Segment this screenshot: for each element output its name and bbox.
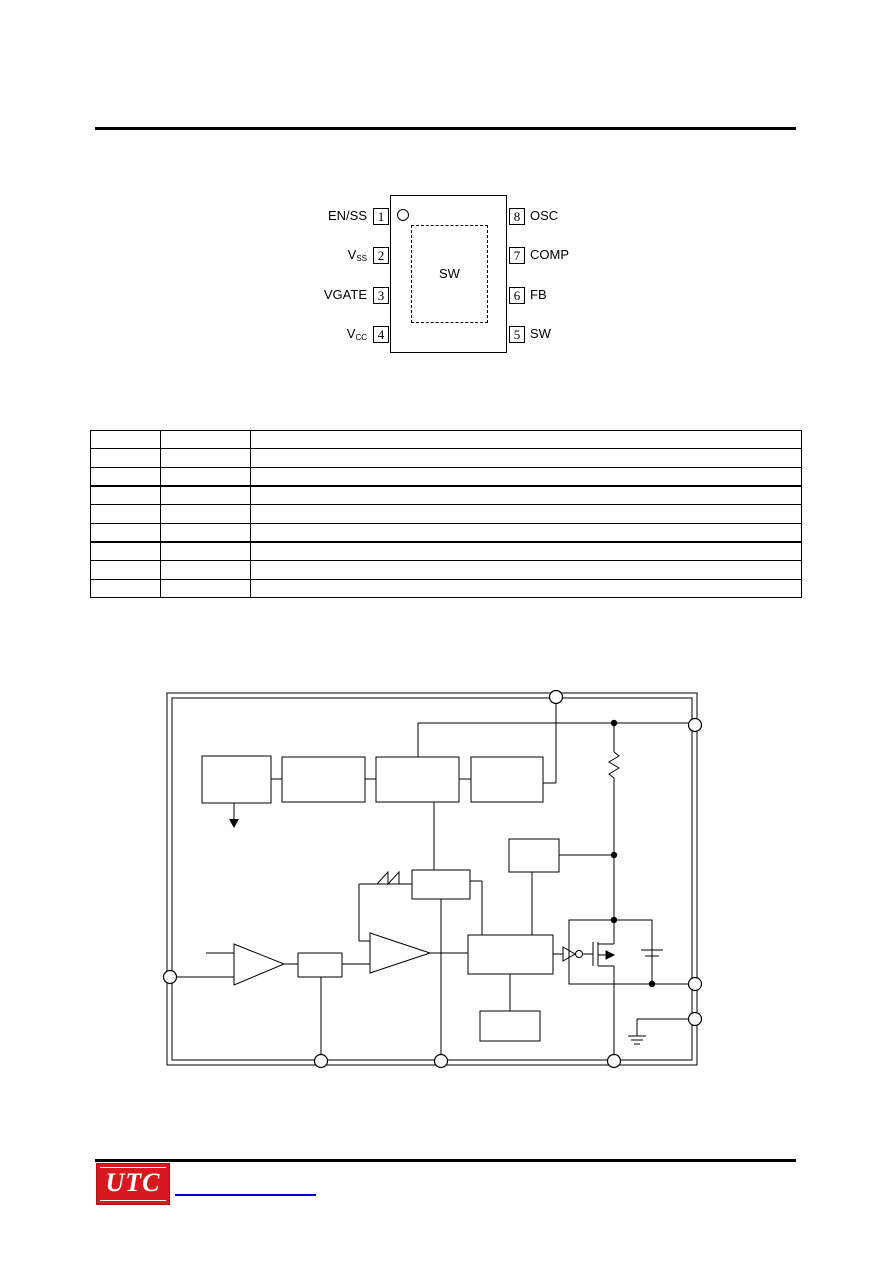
header-rule xyxy=(95,127,796,130)
pin-number-1: 1 xyxy=(373,208,389,225)
pin-description-table xyxy=(90,429,802,599)
pin-name-6: FB xyxy=(530,287,547,302)
pin-name-4: VCC xyxy=(346,326,367,342)
resistor-icon xyxy=(608,751,620,779)
arrowhead-icon xyxy=(229,819,239,828)
pin-number-5: 5 xyxy=(509,326,525,343)
terminal-right-2 xyxy=(687,976,703,992)
footer-link-underline[interactable] xyxy=(175,1194,316,1196)
terminal-bottom-2 xyxy=(433,1053,449,1069)
table-row xyxy=(90,429,802,450)
pin-name-5: SW xyxy=(530,326,551,341)
block-1 xyxy=(201,755,272,804)
pin-name-1: EN/SS xyxy=(327,208,367,223)
junction-dot xyxy=(648,980,656,988)
block-3 xyxy=(375,756,460,803)
terminal-right-1 xyxy=(687,717,703,733)
block-7 xyxy=(479,1010,541,1042)
pin-number-2: 2 xyxy=(373,247,389,264)
error-amplifier-icon xyxy=(233,943,286,986)
table-row xyxy=(90,448,802,468)
ic-package-outline xyxy=(390,195,507,353)
mosfet-arrow-icon xyxy=(605,950,616,960)
junction-dot xyxy=(610,851,618,859)
terminal-right-3 xyxy=(687,1011,703,1027)
pin-number-8: 8 xyxy=(509,208,525,225)
sawtooth-icon xyxy=(376,870,400,886)
pwm-comparator-icon xyxy=(369,932,432,974)
table-row xyxy=(90,484,802,506)
terminal-left xyxy=(162,969,178,985)
pin-name-3: VGATE xyxy=(323,287,367,302)
terminal-bottom-3 xyxy=(606,1053,622,1069)
block-5 xyxy=(508,838,560,873)
terminal-bottom-1 xyxy=(313,1053,329,1069)
logo-frame-lines xyxy=(100,1167,166,1201)
block-6 xyxy=(297,952,343,978)
pin-name-7: COMP xyxy=(530,247,569,262)
terminal-top xyxy=(548,689,564,705)
junction-dot xyxy=(610,916,618,924)
pin-name-8: OSC xyxy=(530,208,559,223)
pin-number-7: 7 xyxy=(509,247,525,264)
diagram-outer-border xyxy=(166,692,698,1066)
inverter-bubble-icon xyxy=(575,950,583,958)
logo-text: UTC xyxy=(105,1168,161,1197)
ramp-block xyxy=(411,869,471,900)
footer-rule xyxy=(95,1159,796,1162)
utc-logo: UTC xyxy=(96,1163,170,1205)
exposed-pad-outline xyxy=(411,225,488,323)
exposed-pad-label: SW xyxy=(439,266,460,281)
table-row xyxy=(90,504,802,524)
junction-dot xyxy=(610,719,618,727)
table-row xyxy=(90,560,802,580)
pin-number-6: 6 xyxy=(509,287,525,304)
pin-number-3: 3 xyxy=(373,287,389,304)
block-2 xyxy=(281,756,366,803)
pin1-marker-icon xyxy=(397,209,409,221)
logic-block xyxy=(467,934,554,975)
pin-name-2: VSS xyxy=(347,247,367,263)
block-4 xyxy=(470,756,544,803)
pin-number-4: 4 xyxy=(373,326,389,343)
table-row xyxy=(90,522,802,543)
diagram-inner-border xyxy=(171,697,693,1061)
table-row xyxy=(90,540,802,562)
table-row xyxy=(90,578,802,599)
